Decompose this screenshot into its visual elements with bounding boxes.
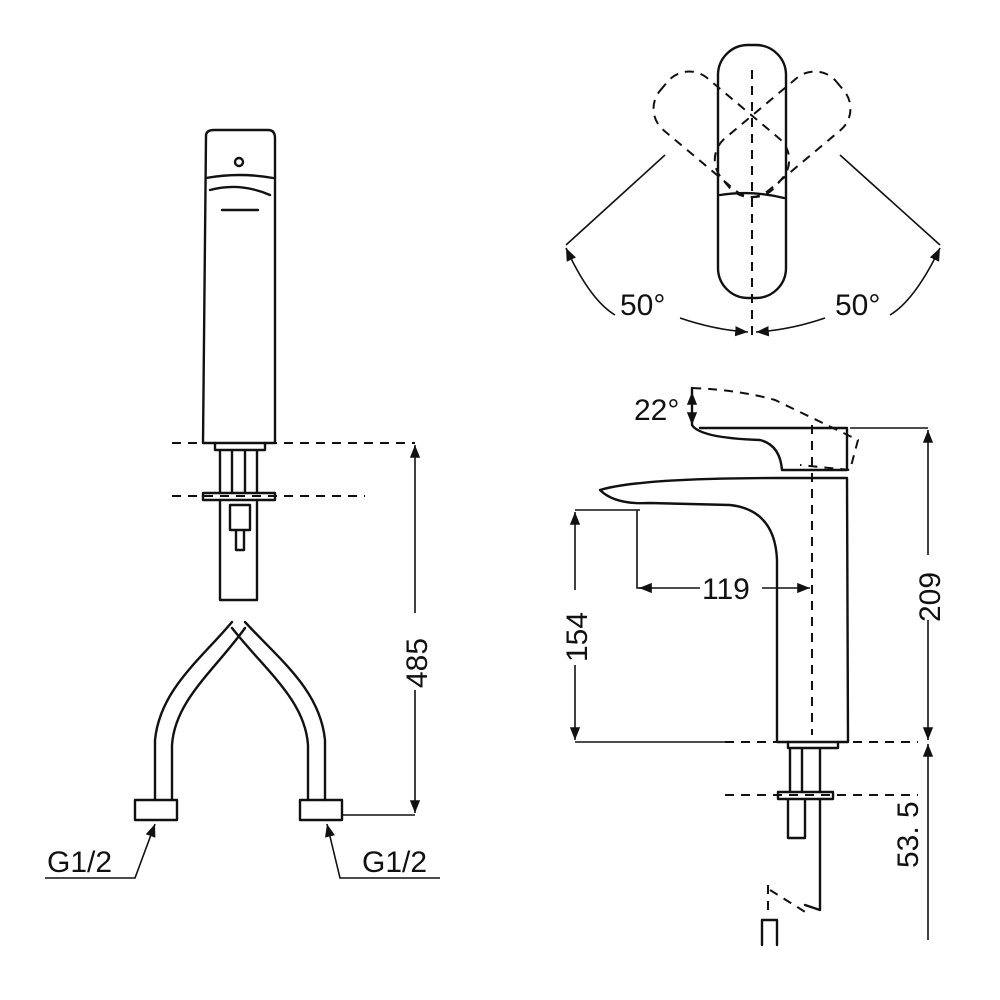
nut-left xyxy=(133,798,179,822)
mounting-studs xyxy=(213,441,267,495)
dimension-119-label: 119 xyxy=(702,573,750,606)
leader-right xyxy=(325,823,440,879)
arc-right xyxy=(889,247,941,316)
dimension-53-5-label: 53. 5 xyxy=(892,801,925,868)
rotation-right-label: 50° xyxy=(835,289,880,322)
top-view: 50° 50° xyxy=(565,43,941,337)
hose-left xyxy=(153,620,247,802)
side-studs xyxy=(786,740,840,912)
mounting-flange xyxy=(201,491,277,502)
front-view: 485 G1/2 G1/2 xyxy=(45,128,440,879)
dimension-119 xyxy=(636,510,652,589)
handle-rotated-left xyxy=(652,70,791,199)
hose-right xyxy=(230,620,327,802)
dimension-485-label: 485 xyxy=(401,638,434,688)
side-flange xyxy=(776,790,835,801)
arc-left xyxy=(565,247,616,316)
lever-side xyxy=(690,386,849,472)
lever-cap xyxy=(204,173,275,212)
connection-left-label: G1/2 xyxy=(47,846,112,879)
lever-tilt-label: 22° xyxy=(634,394,679,427)
dimension-154-label: 154 xyxy=(561,612,594,662)
side-view: 209 154 119 53. 5 22° xyxy=(561,386,947,947)
rotation-left-label: 50° xyxy=(620,289,665,322)
nut-right xyxy=(298,798,344,822)
faucet-body-front xyxy=(201,128,277,445)
shank xyxy=(218,498,259,602)
indicator-dot xyxy=(233,156,245,168)
leader-left xyxy=(45,823,156,879)
connection-right-label: G1/2 xyxy=(362,846,427,879)
handle-rotated-right xyxy=(713,70,852,199)
spout-body xyxy=(598,476,850,744)
dimension-209-label: 209 xyxy=(914,572,947,622)
